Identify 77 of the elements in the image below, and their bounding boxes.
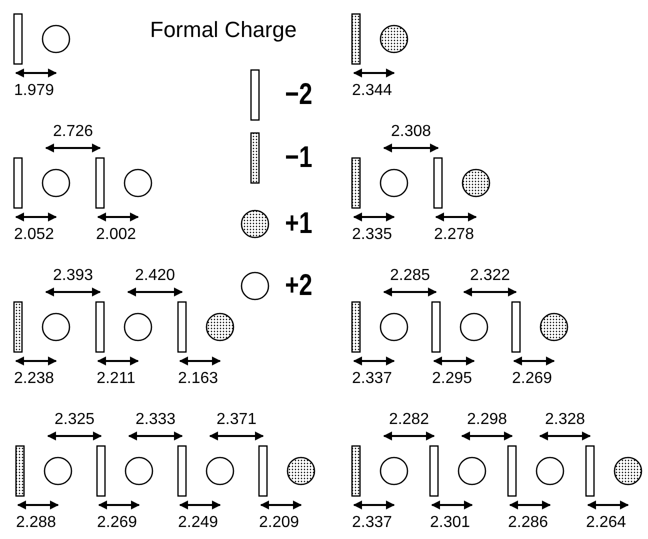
bar-symbol bbox=[429, 445, 439, 497]
double-arrow bbox=[128, 432, 183, 440]
bar-symbol bbox=[177, 445, 187, 497]
dotted-bar-symbol bbox=[351, 157, 361, 209]
dotted-bar-symbol bbox=[13, 301, 23, 353]
dotted-circle-symbol bbox=[540, 312, 568, 342]
double-arrow bbox=[353, 68, 395, 78]
legend-heading: Formal Charge bbox=[150, 17, 297, 43]
dotted-circle-symbol bbox=[614, 456, 642, 486]
legend-label: +1 bbox=[285, 208, 312, 240]
bar-symbol bbox=[433, 157, 443, 209]
bar-symbol bbox=[96, 445, 106, 497]
double-arrow bbox=[47, 432, 102, 440]
bar-symbol bbox=[511, 301, 521, 353]
circle-symbol bbox=[124, 456, 154, 486]
circle-symbol bbox=[380, 456, 408, 486]
double-arrow bbox=[383, 432, 435, 440]
bar-symbol bbox=[431, 301, 441, 353]
bar-symbol bbox=[13, 13, 23, 65]
double-arrow bbox=[209, 432, 264, 440]
dotted-circle-symbol bbox=[286, 456, 316, 486]
double-arrow bbox=[353, 500, 395, 510]
bar-symbol bbox=[258, 445, 268, 497]
dotted-bar-symbol bbox=[351, 301, 361, 353]
dotted-circle-symbol bbox=[380, 24, 408, 54]
double-arrow bbox=[17, 500, 59, 510]
circle-symbol bbox=[124, 168, 152, 198]
legend-label: −2 bbox=[285, 79, 312, 111]
circle-symbol bbox=[206, 456, 234, 486]
double-arrow bbox=[539, 432, 591, 440]
double-arrow bbox=[45, 144, 101, 152]
double-arrow bbox=[513, 356, 555, 366]
dotted-bar-symbol bbox=[351, 13, 361, 65]
double-arrow bbox=[435, 212, 477, 222]
bar-symbol bbox=[177, 301, 187, 353]
double-arrow bbox=[179, 356, 221, 366]
circle-symbol bbox=[536, 456, 564, 486]
circle-symbol bbox=[380, 168, 408, 198]
double-arrow bbox=[45, 288, 101, 296]
double-arrow bbox=[463, 288, 517, 296]
legend-label: +2 bbox=[285, 270, 312, 302]
double-arrow bbox=[15, 356, 57, 366]
circle-symbol bbox=[380, 312, 408, 342]
dotted-bar-symbol bbox=[351, 445, 361, 497]
double-arrow bbox=[260, 500, 302, 510]
double-arrow bbox=[431, 500, 473, 510]
circle-symbol bbox=[460, 312, 488, 342]
circle-symbol bbox=[44, 456, 72, 486]
double-arrow bbox=[587, 500, 629, 510]
bar-symbol bbox=[585, 445, 595, 497]
circle-symbol bbox=[42, 24, 70, 54]
double-arrow bbox=[461, 432, 513, 440]
double-arrow bbox=[509, 500, 551, 510]
circle-symbol bbox=[42, 312, 70, 342]
dotted-bar-symbol bbox=[15, 445, 25, 497]
double-arrow bbox=[15, 68, 57, 78]
legend-label: −1 bbox=[285, 142, 312, 174]
double-arrow bbox=[98, 500, 140, 510]
circle-symbol bbox=[124, 312, 152, 342]
double-arrow bbox=[97, 212, 139, 222]
bar-symbol bbox=[95, 301, 105, 353]
double-arrow bbox=[15, 212, 57, 222]
dotted-circle-symbol bbox=[206, 312, 234, 342]
double-arrow bbox=[383, 288, 437, 296]
double-arrow bbox=[353, 356, 395, 366]
circle-symbol bbox=[42, 168, 70, 198]
bar-symbol bbox=[95, 157, 105, 209]
double-arrow bbox=[97, 356, 139, 366]
double-arrow bbox=[353, 212, 395, 222]
bar-symbol bbox=[507, 445, 517, 497]
double-arrow bbox=[127, 288, 183, 296]
double-arrow bbox=[179, 500, 221, 510]
dotted-circle-symbol bbox=[462, 168, 490, 198]
double-arrow bbox=[383, 144, 439, 152]
double-arrow bbox=[433, 356, 475, 366]
circle-symbol bbox=[458, 456, 486, 486]
bar-symbol bbox=[13, 157, 23, 209]
